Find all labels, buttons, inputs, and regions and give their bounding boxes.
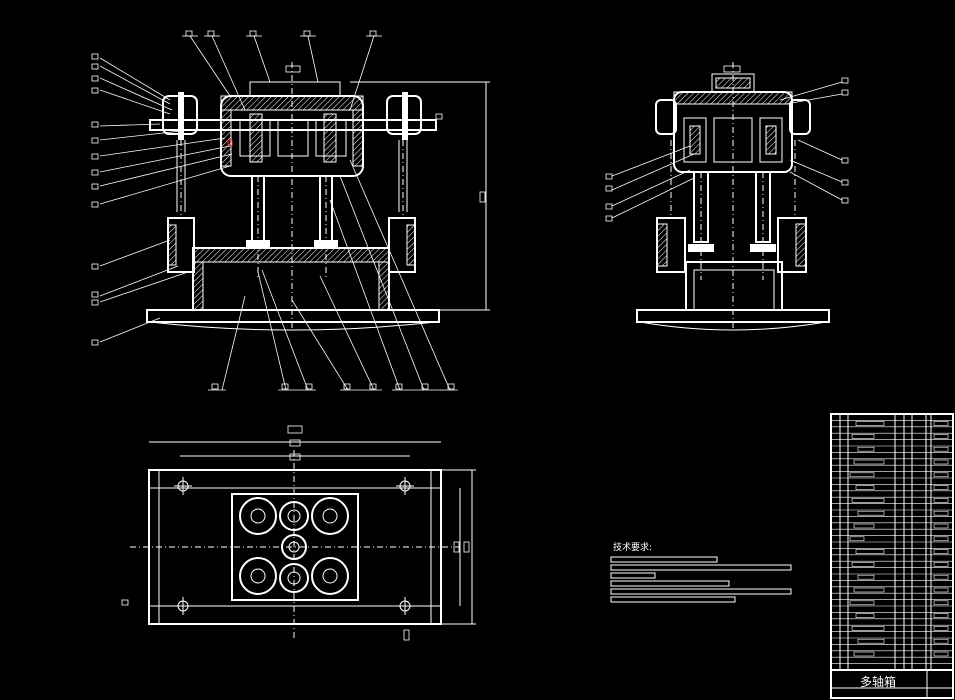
tech-requirements-heading: 技术要求: [613,543,653,553]
parts-list-cell-mark [851,562,875,567]
side-view [605,62,849,331]
drawing-title: 多轴箱 [860,675,897,689]
parts-list-cell-mark [933,574,949,580]
parts-list-cell-mark [855,613,875,618]
parts-list-cell-mark [933,587,949,593]
parts-list-cell-mark [857,638,885,644]
parts-list-cell-mark [933,549,949,554]
tech-requirements-lines [610,556,792,603]
parts-list-cell-mark [933,562,949,567]
parts-list-cell-mark [849,536,865,542]
parts-list-cell-mark [933,523,949,529]
parts-list-cell-mark [853,523,875,529]
parts-list-cell-mark [933,421,949,426]
parts-list-cell-mark [933,446,949,452]
parts-list-cell-mark [857,510,885,516]
parts-list-cell-mark [849,600,875,606]
parts-list-cell-mark [933,434,949,439]
parts-list-cell-mark [855,549,885,554]
parts-list-cell-mark [933,510,949,516]
parts-list-cell-mark [933,638,949,644]
parts-list-cell-mark [933,472,949,478]
parts-list-cell-mark [933,498,949,503]
parts-list-cell-mark [851,626,885,631]
parts-list-cell-mark [933,459,949,465]
parts-list-cell-mark [855,485,875,490]
parts-list-cell-mark [933,600,949,606]
parts-list-cell-mark [853,587,885,593]
top-view [121,425,476,641]
parts-list-cell-mark [933,485,949,490]
front-leaders-bottom [208,159,458,391]
parts-list-cell-mark [853,651,875,657]
parts-list-cell-mark [933,651,949,657]
parts-list-cell-mark [853,459,885,465]
parts-list-cell-mark [855,421,885,426]
front-leaders-left [91,53,233,346]
parts-list-cell-mark [857,574,875,580]
parts-list-cell-mark [933,626,949,631]
parts-list-cell-mark [933,536,949,542]
front-view [91,30,490,391]
parts-list-cell-mark [851,498,885,503]
front-leaders-top [182,30,443,120]
parts-list-cell-mark [933,613,949,618]
parts-list-cell-mark [849,472,875,478]
parts-list-cell-mark [851,434,875,439]
parts-list-cell-mark [857,446,875,452]
